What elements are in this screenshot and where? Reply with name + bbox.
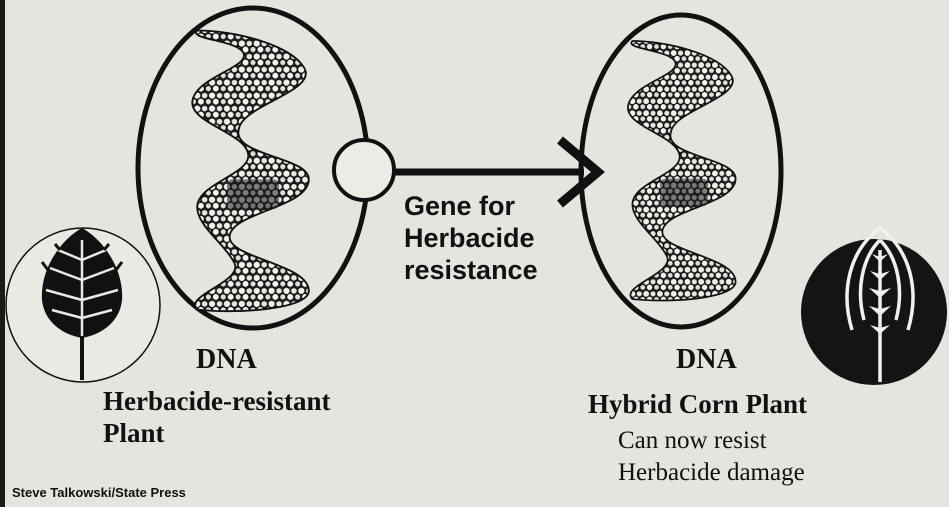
- note-right-label: Can now resist Herbacide damage: [618, 425, 805, 489]
- gene-circle-icon: [334, 140, 394, 200]
- plant-right-label: Hybrid Corn Plant: [588, 389, 807, 420]
- dna-helix-icon: [183, 21, 323, 319]
- dna-helix-icon: [620, 32, 749, 307]
- plant-left-label: Herbacide-resistant Plant: [103, 385, 330, 449]
- note-right-line: Herbacide damage: [618, 457, 805, 489]
- photo-credit: Steve Talkowski/State Press: [12, 485, 186, 500]
- dna-left-label: DNA: [196, 344, 257, 376]
- gene-label-line: Gene for: [404, 190, 538, 222]
- gene-label-line: Herbacide: [404, 222, 538, 254]
- note-right-line: Can now resist: [618, 425, 805, 457]
- gene-label: Gene for Herbacide resistance: [404, 190, 538, 286]
- right-dna-group: [581, 15, 781, 327]
- wheat-in-dark-circle-icon: [801, 228, 947, 385]
- plant-left-line: Plant: [103, 417, 330, 449]
- plant-left-line: Herbacide-resistant: [103, 385, 330, 417]
- leaf-in-circle-icon: [6, 228, 160, 382]
- gene-label-line: resistance: [404, 254, 538, 286]
- dna-right-label: DNA: [676, 344, 737, 376]
